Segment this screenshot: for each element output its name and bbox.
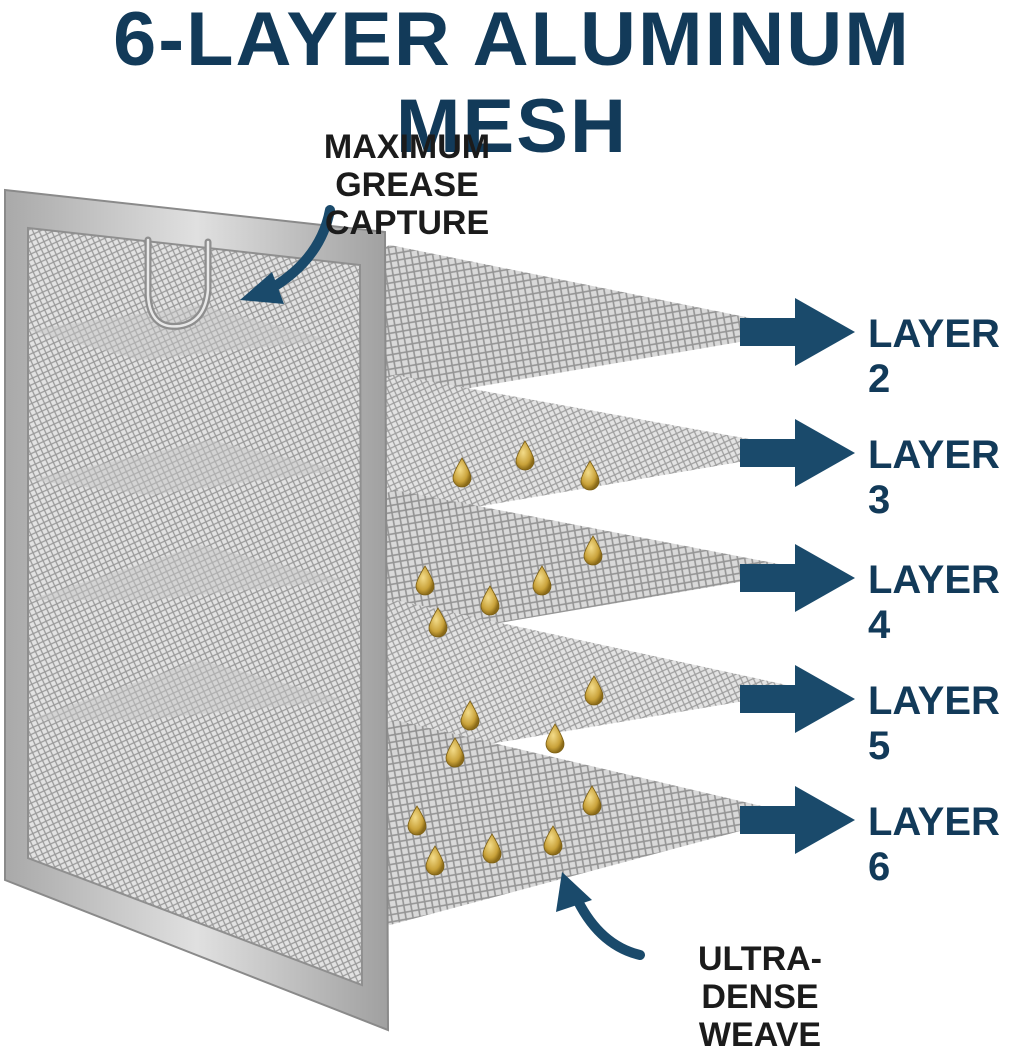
callout-line: WEAVE — [698, 1016, 822, 1054]
callout-grease-capture: MAXIMUM GREASE CAPTURE — [262, 128, 552, 242]
callout-line: ULTRA-DENSE — [698, 940, 822, 1016]
layer-label-4: LAYER 4 — [868, 558, 1000, 647]
page-title: 6-LAYER ALUMINUM MESH — [113, 0, 911, 169]
curved-arrow-icon — [570, 890, 645, 960]
layer-arrows — [740, 298, 855, 854]
filter-frame — [4, 188, 390, 1032]
callout-arrows — [240, 205, 645, 960]
arrow-right-icon — [740, 419, 855, 487]
layer-label-6: LAYER 6 — [868, 800, 1000, 889]
callout-line: GREASE CAPTURE — [324, 166, 490, 242]
callout-ultra-dense-weave: ULTRA-DENSE WEAVE — [640, 940, 880, 1054]
layer-label-5: LAYER 5 — [868, 679, 1000, 768]
callout-line: MAXIMUM — [323, 128, 491, 166]
arrow-right-icon — [740, 665, 855, 733]
layer-label-2: LAYER 2 — [868, 312, 1000, 401]
arrow-right-icon — [740, 544, 855, 612]
arrow-right-icon — [740, 786, 855, 854]
arrow-right-icon — [740, 298, 855, 366]
layer-label-3: LAYER 3 — [868, 433, 1000, 522]
